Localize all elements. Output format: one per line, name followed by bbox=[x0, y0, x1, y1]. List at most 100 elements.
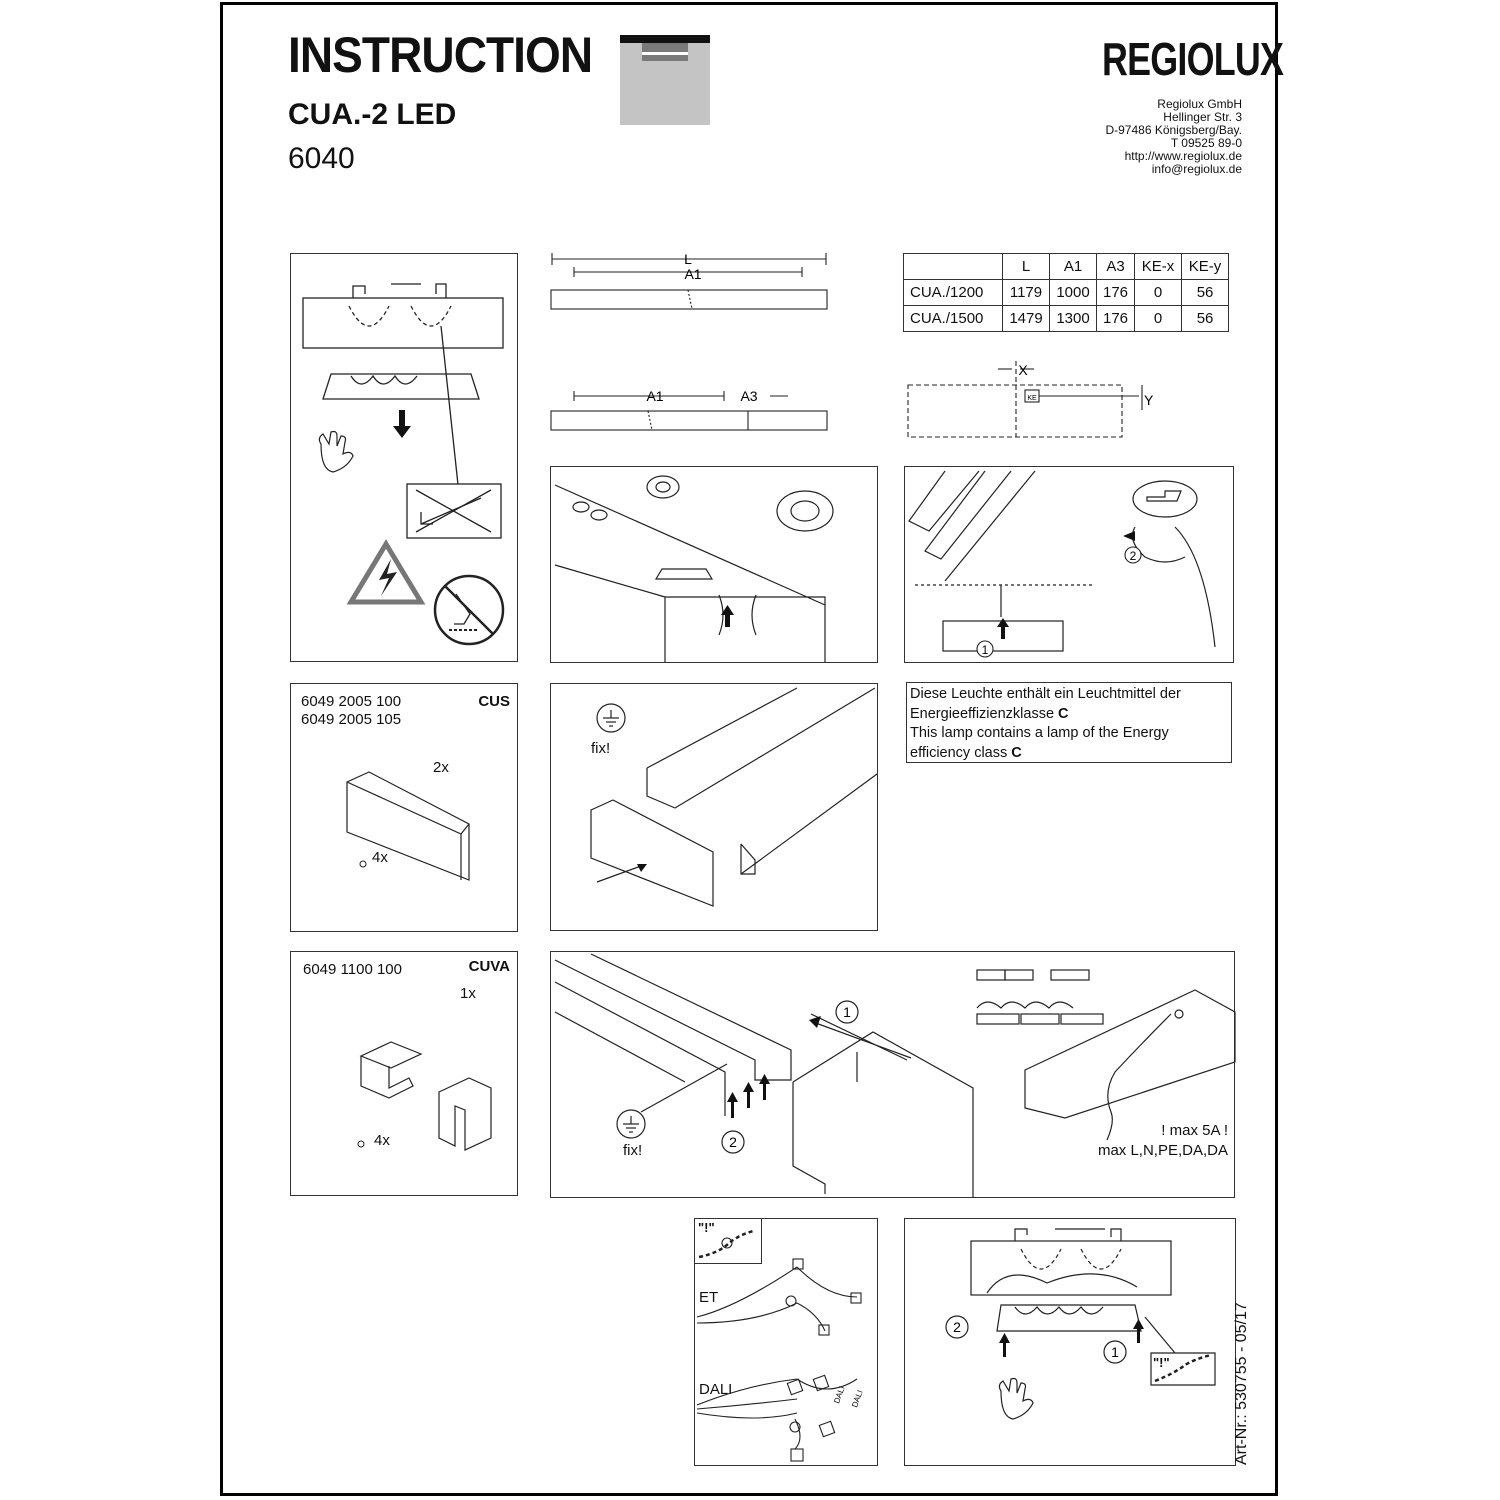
cus-code: 6049 2005 105 bbox=[301, 711, 402, 728]
cus-codes: 6049 2005 100 6049 2005 105 bbox=[301, 693, 401, 729]
wiring-drawing: DALI DALI bbox=[696, 1229, 865, 1462]
mounting-illustration bbox=[554, 475, 834, 662]
dim-label-a3: A3 bbox=[740, 388, 757, 404]
table-header-row: L A1 A3 KE-x KE-y bbox=[903, 253, 1230, 280]
table-cell: 1179 bbox=[1002, 279, 1050, 306]
warning-label: "!" bbox=[1153, 1355, 1170, 1370]
step-1-badge bbox=[976, 640, 994, 658]
step-2-badge bbox=[945, 1315, 969, 1339]
table-cell: 0 bbox=[1134, 279, 1183, 306]
product-name: CUA.-2 LED bbox=[288, 98, 457, 131]
no-touch-icon bbox=[433, 574, 505, 646]
dim-label-a1: A1 bbox=[646, 388, 663, 404]
table-cell: 56 bbox=[1181, 305, 1230, 332]
glove-icon bbox=[998, 1377, 1034, 1420]
dimension-table: L A1 A3 KE-x KE-y CUA./1200 1179 1000 17… bbox=[903, 253, 1230, 332]
cuva-screw-quantity: 4x bbox=[374, 1132, 390, 1149]
electric-hazard-icon bbox=[346, 539, 426, 605]
et-label: ET bbox=[699, 1289, 719, 1306]
step-2-label: 2 bbox=[729, 1134, 737, 1150]
cuva-assembly-drawing: 1 2 bbox=[554, 953, 1236, 1198]
table-cell: CUA./1500 bbox=[903, 305, 1003, 332]
step-1-badge bbox=[1103, 1340, 1127, 1364]
step-1-label: 1 bbox=[982, 643, 989, 657]
energy-class-english: C bbox=[1011, 744, 1022, 761]
dim-label-a1: A1 bbox=[684, 266, 701, 282]
max-conductor-note: max L,N,PE,DA,DA bbox=[1097, 1142, 1228, 1159]
glove-icon bbox=[318, 430, 354, 473]
screw-icon bbox=[359, 860, 367, 868]
energy-note-german: Diese Leuchte enthält ein Leuchtmittel d… bbox=[910, 686, 1181, 722]
table-cell: 176 bbox=[1095, 305, 1136, 332]
step-2-label: 2 bbox=[953, 1319, 961, 1335]
cuva-name: CUVA bbox=[468, 958, 510, 975]
table-cell: 176 bbox=[1095, 279, 1136, 306]
warning-box bbox=[695, 1219, 762, 1264]
article-number: 6040 bbox=[288, 142, 355, 175]
table-header-cell: KE-x bbox=[1134, 253, 1183, 280]
ground-fix-label: fix! bbox=[591, 740, 611, 757]
ke-drawing: X Y KE bbox=[907, 361, 1154, 438]
dali-tag: DALI bbox=[850, 1389, 865, 1409]
table-header-cell: A3 bbox=[1095, 253, 1136, 280]
panel-mounting bbox=[550, 466, 878, 663]
table-row: CUA./1500 1479 1300 176 0 56 bbox=[903, 305, 1230, 332]
screw-icon bbox=[357, 1140, 365, 1148]
company-address: Regiolux GmbH Hellinger Str. 3 D-97486 K… bbox=[1105, 98, 1242, 176]
cus-part-quantity: 2x bbox=[433, 759, 449, 776]
cus-screw-quantity: 4x bbox=[372, 849, 388, 866]
cus-name: CUS bbox=[478, 693, 510, 710]
address-line: info@regiolux.de bbox=[1151, 162, 1242, 176]
ke-label-x: X bbox=[1018, 362, 1028, 378]
final-assembly-drawing: 2 1 bbox=[945, 1228, 1216, 1420]
cuva-part-drawing bbox=[357, 1041, 492, 1151]
dimension-diagram: L A1 A1 A3 bbox=[548, 250, 830, 435]
address-line: T 09525 89-0 bbox=[1170, 136, 1242, 150]
step-1-badge bbox=[835, 1000, 859, 1024]
cus-code: 6049 2005 100 bbox=[301, 693, 402, 710]
address-line: Regiolux GmbH bbox=[1157, 97, 1242, 111]
table-cell: CUA./1200 bbox=[903, 279, 1003, 306]
page-frame bbox=[220, 2, 1278, 1496]
table-cell: 0 bbox=[1134, 305, 1183, 332]
address-line: Hellinger Str. 3 bbox=[1163, 110, 1242, 124]
panel-cuva-parts: 6049 1100 100 CUVA 1x 4x bbox=[290, 951, 518, 1196]
panel-suspension: 1 2 bbox=[904, 466, 1234, 663]
table-row: CUA./1200 1179 1000 176 0 56 bbox=[903, 279, 1230, 306]
panel-wiring: "!" ET DALI DALI DALI bbox=[694, 1218, 878, 1466]
table-cell: 1000 bbox=[1049, 279, 1097, 306]
safety-illustration bbox=[302, 283, 505, 646]
table-header-cell bbox=[903, 253, 1003, 280]
panel-cus-parts: 6049 2005 100 6049 2005 105 CUS 2x 4x bbox=[290, 683, 518, 932]
warning-label: "!" bbox=[698, 1220, 715, 1235]
footer-article-number: Art-Nr.: 530755 - 05/17 bbox=[1233, 1302, 1250, 1465]
table-header-cell: L bbox=[1002, 253, 1050, 280]
step-2-badge bbox=[1124, 546, 1142, 564]
max-current-note: ! max 5A ! bbox=[1161, 1122, 1228, 1139]
energy-note-english: This lamp contains a lamp of the Energy … bbox=[910, 725, 1169, 761]
table-cell: 56 bbox=[1181, 279, 1230, 306]
ke-position-diagram: X Y KE bbox=[904, 355, 1154, 445]
ke-box-label: KE bbox=[1027, 395, 1037, 402]
energy-class-german: C bbox=[1058, 705, 1069, 722]
step-2-badge bbox=[721, 1130, 745, 1154]
dali-label: DALI bbox=[699, 1381, 733, 1398]
panel-safety bbox=[290, 253, 518, 662]
brand-logo: REGIOLUX bbox=[1102, 33, 1284, 85]
table-header-cell: KE-y bbox=[1181, 253, 1230, 280]
table-cell: 1300 bbox=[1049, 305, 1097, 332]
cus-assembly-drawing bbox=[590, 687, 878, 907]
page-title: INSTRUCTION bbox=[288, 27, 593, 83]
dim-label-l: L bbox=[684, 251, 692, 267]
product-thumbnail bbox=[620, 35, 710, 125]
table-header-cell: A1 bbox=[1049, 253, 1097, 280]
cus-part-drawing bbox=[346, 771, 470, 881]
suspension-illustration: 1 2 bbox=[908, 470, 1216, 658]
address-line: D-97486 Königsberg/Bay. bbox=[1105, 123, 1242, 137]
cuva-part-quantity: 1x bbox=[460, 985, 476, 1002]
step-1-label: 1 bbox=[1111, 1344, 1119, 1360]
address-line: http://www.regiolux.de bbox=[1124, 149, 1242, 163]
panel-cuva-assembly: fix! ! max 5A ! max L,N,PE,DA,DA 1 bbox=[550, 951, 1236, 1198]
dimension-drawing: L A1 A1 A3 bbox=[550, 251, 828, 431]
cuva-code: 6049 1100 100 bbox=[303, 961, 402, 978]
